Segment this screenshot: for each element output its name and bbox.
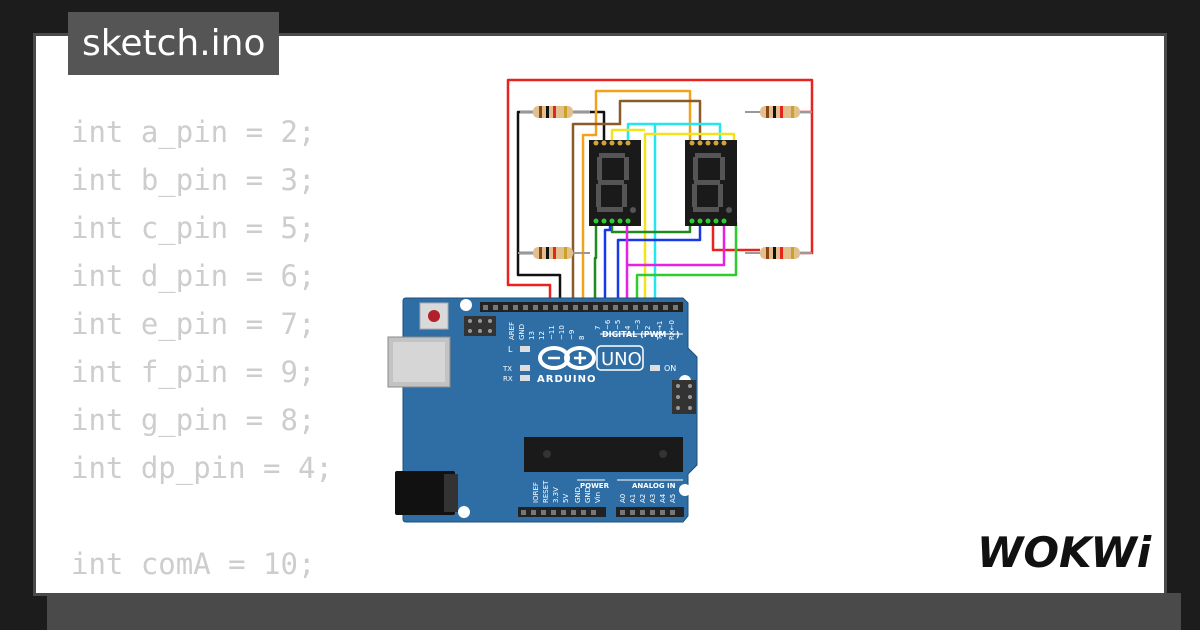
pin-label: ~11: [548, 325, 556, 340]
wire-darkgreen: [593, 222, 598, 305]
resistor-top-right: [745, 106, 812, 118]
code-line: int b_pin = 3;: [71, 163, 316, 197]
arduino-uno-board: AREF GND 13 12 ~11 ~10 ~9 8 7 ~6 ~5 4 ~3…: [387, 297, 698, 523]
wire-magenta: [625, 222, 726, 305]
card-shadow: [47, 593, 1181, 630]
wire-black-top: [573, 110, 606, 142]
resistor-top-left: [520, 106, 590, 118]
seven-segment-display-left: [589, 140, 641, 226]
wire-green: [635, 222, 738, 305]
code-line: int g_pin = 8;: [71, 403, 316, 437]
code-line: int c_pin = 5;: [71, 211, 316, 245]
seven-segment-display-right: [685, 140, 737, 226]
wire-cyan-2: [626, 122, 655, 142]
code-line: int d_pin = 6;: [71, 259, 316, 293]
resistor-bottom-left: [518, 247, 590, 259]
led-l-label: L: [508, 345, 513, 354]
wire-darkgreen-2: [610, 222, 692, 234]
pin-label: GND: [518, 324, 526, 340]
pin-label: 13: [528, 331, 536, 340]
pin-label: A1: [629, 494, 637, 503]
pin-label: A3: [649, 494, 657, 503]
circuit-diagram: AREF GND 13 12 ~11 ~10 ~9 8 7 ~6 ~5 4 ~3…: [387, 78, 814, 523]
pin-label: 4: [624, 325, 632, 330]
digital-header-label: DIGITAL (PWM ~): [602, 330, 680, 339]
wire-red-lower: [711, 222, 760, 252]
pin-label: GND: [574, 487, 582, 503]
pin-label: 8: [578, 336, 586, 340]
wire-red-right: [800, 112, 814, 255]
uno-label: UNO: [601, 349, 642, 370]
pin-label: 3.3V: [552, 487, 560, 503]
pin-label: A0: [619, 494, 627, 503]
pin-label: ~10: [558, 325, 566, 340]
code-line: int a_pin = 2;: [71, 115, 316, 149]
led-rx-label: RX: [503, 375, 513, 383]
wire-brown: [571, 99, 702, 305]
code-line: int comA = 10;: [71, 547, 316, 581]
pin-label: TX→1: [656, 321, 664, 341]
pin-label: 7: [594, 326, 602, 330]
pin-label: ~5: [614, 320, 622, 330]
pin-label: A2: [639, 494, 647, 503]
pin-label: ~9: [568, 330, 576, 340]
pin-label: ~6: [604, 319, 612, 330]
code-line: int dp_pin = 4;: [71, 451, 333, 485]
pin-label: GND: [584, 487, 592, 503]
pin-label: RESET: [542, 480, 550, 503]
arduino-logo: [538, 346, 596, 370]
pin-label: 5V: [562, 494, 570, 503]
arduino-label: ARDUINO: [537, 374, 596, 385]
wire-yellow: [643, 132, 736, 305]
pin-label: IOREF: [532, 482, 540, 503]
pin-label: ~3: [634, 320, 642, 330]
wokwi-logo: WOKWi: [977, 528, 1152, 577]
wire-black: [516, 110, 562, 305]
analog-header-label: ANALOG IN: [632, 482, 676, 490]
wire-yellow-2: [610, 128, 645, 142]
resistor-bottom-right: [745, 247, 812, 259]
pin-label: AREF: [508, 322, 516, 340]
pin-label: A4: [659, 493, 667, 503]
pin-label: 2: [644, 326, 652, 330]
power-header-label: POWER: [580, 482, 610, 490]
pin-label: Vin: [594, 492, 602, 503]
wire-blue-2: [616, 222, 702, 305]
code-line: int e_pin = 7;: [71, 307, 316, 341]
file-tab[interactable]: sketch.ino: [68, 12, 280, 75]
wire-blue: [603, 222, 612, 305]
code-line: int f_pin = 9;: [71, 355, 316, 389]
svg-text:WOKWi: WOKWi: [977, 528, 1152, 577]
pin-label: 12: [538, 331, 546, 340]
wire-orange: [581, 89, 692, 305]
led-on-label: ON: [664, 364, 676, 373]
pin-label: A5: [669, 494, 677, 503]
pin-label: RX←0: [668, 320, 676, 340]
preview-card: int a_pin = 2; int b_pin = 3; int c_pin …: [33, 33, 1167, 596]
led-tx-label: TX: [502, 365, 512, 373]
code-listing: int a_pin = 2; int b_pin = 3; int c_pin …: [71, 108, 333, 593]
